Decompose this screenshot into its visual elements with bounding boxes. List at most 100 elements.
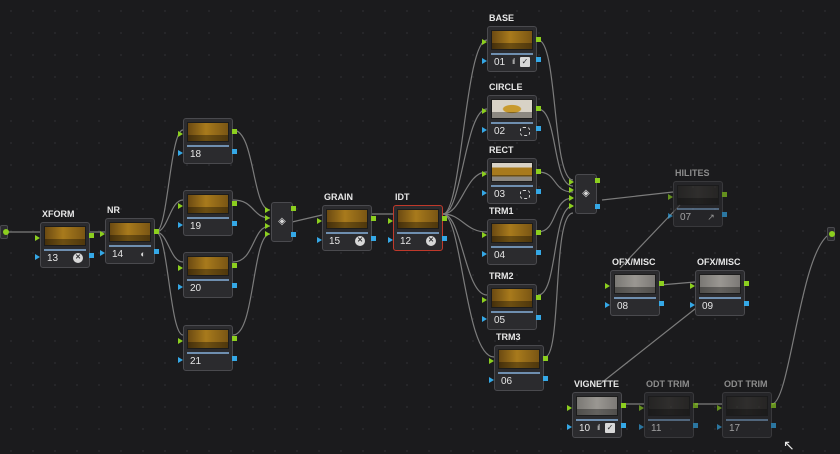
node-02[interactable]: 02 <box>482 95 541 141</box>
node-label[interactable]: TRM3 <box>496 332 521 342</box>
key-input-pin[interactable] <box>317 237 322 243</box>
node-label[interactable]: ODT TRIM <box>646 379 690 389</box>
rgb-input-pin[interactable] <box>668 194 673 200</box>
key-output-pin[interactable] <box>89 253 94 258</box>
rgb-output-pin[interactable] <box>232 201 237 206</box>
input-pin[interactable] <box>3 229 9 235</box>
node-label[interactable]: HILITES <box>675 168 710 178</box>
rgb-output-pin[interactable] <box>722 192 727 197</box>
rgb-input-pin[interactable] <box>639 405 644 411</box>
key-input-pin[interactable] <box>717 424 722 430</box>
layer-mixer-node[interactable]: ◈ <box>271 202 293 242</box>
rgb-input-pin[interactable] <box>388 218 393 224</box>
rgb-input-pin[interactable] <box>717 405 722 411</box>
rgb-input-pin[interactable] <box>482 39 487 45</box>
rgb-output-pin[interactable] <box>232 336 237 341</box>
mixer-output-pin[interactable] <box>595 178 600 183</box>
rgb-output-pin[interactable] <box>621 403 626 408</box>
mixer-input-pin[interactable] <box>265 215 270 221</box>
node-14[interactable]: 14◐ <box>100 218 159 264</box>
rgb-input-pin[interactable] <box>100 231 105 237</box>
rgb-output-pin[interactable] <box>659 281 664 286</box>
rgb-output-pin[interactable] <box>771 403 776 408</box>
key-input-pin[interactable] <box>100 250 105 256</box>
key-input-pin[interactable] <box>482 127 487 133</box>
key-output-pin[interactable] <box>232 149 237 154</box>
node-label[interactable]: VIGNETTE <box>574 379 620 389</box>
node-06[interactable]: 06 <box>489 345 548 391</box>
key-input-pin[interactable] <box>178 222 183 228</box>
rgb-output-pin[interactable] <box>744 281 749 286</box>
rgb-input-pin[interactable] <box>317 218 322 224</box>
key-output-pin[interactable] <box>722 212 727 217</box>
node-20[interactable]: 20 <box>178 252 237 298</box>
key-input-pin[interactable] <box>690 302 695 308</box>
node-19[interactable]: 19 <box>178 190 237 236</box>
node-17[interactable]: 17 <box>717 392 776 438</box>
rgb-input-pin[interactable] <box>178 203 183 209</box>
key-input-pin[interactable] <box>567 424 572 430</box>
key-input-pin[interactable] <box>388 237 393 243</box>
rgb-output-pin[interactable] <box>536 106 541 111</box>
node-label[interactable]: XFORM <box>42 209 75 219</box>
rgb-output-pin[interactable] <box>536 37 541 42</box>
rgb-output-pin[interactable] <box>536 295 541 300</box>
rgb-output-pin[interactable] <box>693 403 698 408</box>
node-13[interactable]: 13✕ <box>35 222 94 268</box>
node-08[interactable]: 08 <box>605 270 664 316</box>
key-output-pin[interactable] <box>536 126 541 131</box>
node-label[interactable]: TRM2 <box>489 271 514 281</box>
mixer-input-pin[interactable] <box>569 187 574 193</box>
rgb-input-pin[interactable] <box>35 235 40 241</box>
key-output-pin[interactable] <box>744 301 749 306</box>
rgb-output-pin[interactable] <box>536 230 541 235</box>
key-output-pin[interactable] <box>659 301 664 306</box>
rgb-input-pin[interactable] <box>178 338 183 344</box>
key-output-pin[interactable] <box>154 249 159 254</box>
key-output-pin[interactable] <box>621 423 626 428</box>
key-input-pin[interactable] <box>178 284 183 290</box>
node-09[interactable]: 09 <box>690 270 749 316</box>
mixer-input-pin[interactable] <box>569 203 574 209</box>
node-label[interactable]: CIRCLE <box>489 82 523 92</box>
node-21[interactable]: 21 <box>178 325 237 371</box>
key-output-pin[interactable] <box>442 236 447 241</box>
mixer-input-pin[interactable] <box>569 195 574 201</box>
node-label[interactable]: BASE <box>489 13 515 23</box>
mixer-input-pin[interactable] <box>265 231 270 237</box>
node-18[interactable]: 18 <box>178 118 237 164</box>
key-output-pin[interactable] <box>536 315 541 320</box>
key-output-pin[interactable] <box>371 236 376 241</box>
key-input-pin[interactable] <box>482 58 487 64</box>
node-label[interactable]: IDT <box>395 192 410 202</box>
rgb-input-pin[interactable] <box>489 358 494 364</box>
rgb-output-pin[interactable] <box>154 229 159 234</box>
key-output-pin[interactable] <box>232 283 237 288</box>
key-output-pin[interactable] <box>536 250 541 255</box>
output-pin[interactable] <box>829 231 835 237</box>
node-11[interactable]: 11 <box>639 392 698 438</box>
key-input-pin[interactable] <box>489 377 494 383</box>
key-input-pin[interactable] <box>482 251 487 257</box>
node-label[interactable]: OFX/MISC <box>697 257 741 267</box>
mixer-key-output-pin[interactable] <box>291 232 296 237</box>
key-input-pin[interactable] <box>178 357 183 363</box>
rgb-input-pin[interactable] <box>178 265 183 271</box>
key-output-pin[interactable] <box>232 221 237 226</box>
mixer-output-pin[interactable] <box>291 206 296 211</box>
rgb-output-pin[interactable] <box>232 263 237 268</box>
rgb-output-pin[interactable] <box>442 216 447 221</box>
rgb-input-pin[interactable] <box>178 131 183 137</box>
key-output-pin[interactable] <box>536 189 541 194</box>
node-04[interactable]: 04 <box>482 219 541 265</box>
node-15[interactable]: 15✕ <box>317 205 376 251</box>
rgb-input-pin[interactable] <box>567 405 572 411</box>
rgb-input-pin[interactable] <box>482 171 487 177</box>
rgb-input-pin[interactable] <box>690 283 695 289</box>
mixer-input-pin[interactable] <box>569 179 574 185</box>
key-output-pin[interactable] <box>693 423 698 428</box>
mixer-input-pin[interactable] <box>265 207 270 213</box>
rgb-output-pin[interactable] <box>232 129 237 134</box>
